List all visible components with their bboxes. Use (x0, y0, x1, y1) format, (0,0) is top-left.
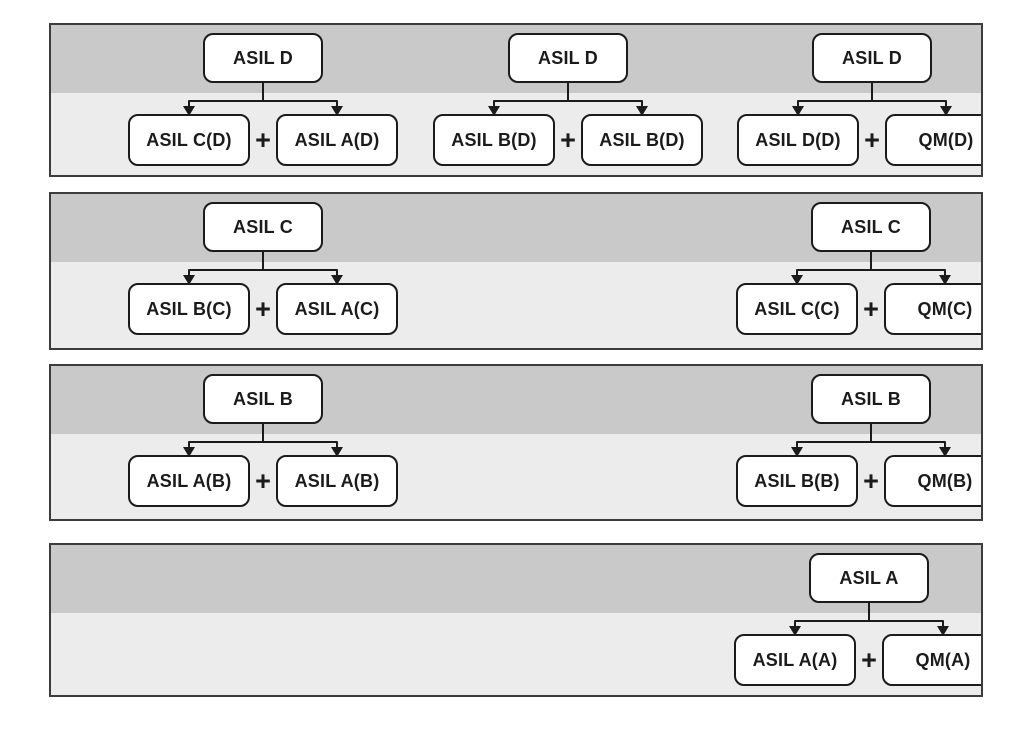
arrow-down-icon (792, 106, 804, 116)
arrow-down-icon (331, 275, 343, 285)
panel-asil-a: ASIL A ASIL A(A) + QM(A) (49, 543, 983, 697)
tree-b-to-bb-qmb: ASIL B ASIL B(B) + QM(B) (721, 366, 981, 519)
tree-d-to-bd-bd: ASIL D ASIL B(D) + ASIL B(D) (418, 25, 718, 175)
parent-asil-box: ASIL C (203, 202, 323, 252)
arrow-down-icon (331, 447, 343, 457)
child-asil-box-left: ASIL B(D) (433, 114, 555, 166)
plus-sign: + (863, 466, 879, 496)
arrow-down-icon (488, 106, 500, 116)
parent-asil-box: ASIL B (203, 374, 323, 424)
arrow-down-icon (183, 275, 195, 285)
child-asil-box-left: ASIL A(B) (128, 455, 250, 507)
tree-b-to-ab-ab: ASIL B ASIL A(B) + ASIL A(B) (113, 366, 413, 519)
arrow-down-icon (183, 106, 195, 116)
tree-d-to-dd-qmd: ASIL D ASIL D(D) + QM(D) (722, 25, 981, 175)
arrow-down-icon (937, 626, 949, 636)
parent-asil-box: ASIL D (508, 33, 628, 83)
child-asil-box-right: QM(C) (884, 283, 981, 335)
panel-asil-c: ASIL C ASIL B(C) + ASIL A(C) ASIL C ASIL… (49, 192, 983, 350)
arrow-down-icon (183, 447, 195, 457)
child-asil-box-right: ASIL A(C) (276, 283, 398, 335)
plus-sign: + (255, 125, 271, 155)
tree-d-to-cd-ad: ASIL D ASIL C(D) + ASIL A(D) (113, 25, 413, 175)
tree-c-to-bc-ac: ASIL C ASIL B(C) + ASIL A(C) (113, 194, 413, 348)
arrow-down-icon (940, 106, 952, 116)
arrow-down-icon (939, 275, 951, 285)
child-asil-box-right: QM(D) (885, 114, 981, 166)
child-asil-box-right: ASIL A(B) (276, 455, 398, 507)
child-asil-box-right: QM(A) (882, 634, 981, 686)
plus-sign: + (861, 645, 877, 675)
child-asil-box-left: ASIL D(D) (737, 114, 859, 166)
tree-a-to-aa-qma: ASIL A ASIL A(A) + QM(A) (719, 545, 981, 695)
child-asil-box-right: ASIL A(D) (276, 114, 398, 166)
arrow-down-icon (331, 106, 343, 116)
child-asil-box-right: QM(B) (884, 455, 981, 507)
plus-sign: + (864, 125, 880, 155)
plus-sign: + (255, 466, 271, 496)
parent-asil-box: ASIL B (811, 374, 931, 424)
parent-asil-box: ASIL D (203, 33, 323, 83)
decomposition-connector (791, 248, 951, 285)
arrow-down-icon (789, 626, 801, 636)
child-asil-box-left: ASIL C(C) (736, 283, 858, 335)
child-asil-box-left: ASIL A(A) (734, 634, 856, 686)
parent-asil-box: ASIL A (809, 553, 929, 603)
panel-asil-d: ASIL D ASIL C(D) + ASIL A(D) ASIL D ASIL… (49, 23, 983, 177)
parent-asil-box: ASIL C (811, 202, 931, 252)
arrow-down-icon (791, 275, 803, 285)
plus-sign: + (255, 294, 271, 324)
plus-sign: + (863, 294, 879, 324)
child-asil-box-left: ASIL B(C) (128, 283, 250, 335)
panel-asil-b: ASIL B ASIL A(B) + ASIL A(B) ASIL B ASIL… (49, 364, 983, 521)
child-asil-box-left: ASIL B(B) (736, 455, 858, 507)
parent-asil-box: ASIL D (812, 33, 932, 83)
plus-sign: + (560, 125, 576, 155)
tree-c-to-cc-qmc: ASIL C ASIL C(C) + QM(C) (721, 194, 981, 348)
child-asil-box-left: ASIL C(D) (128, 114, 250, 166)
arrow-down-icon (791, 447, 803, 457)
arrow-down-icon (636, 106, 648, 116)
arrow-down-icon (939, 447, 951, 457)
child-asil-box-right: ASIL B(D) (581, 114, 703, 166)
